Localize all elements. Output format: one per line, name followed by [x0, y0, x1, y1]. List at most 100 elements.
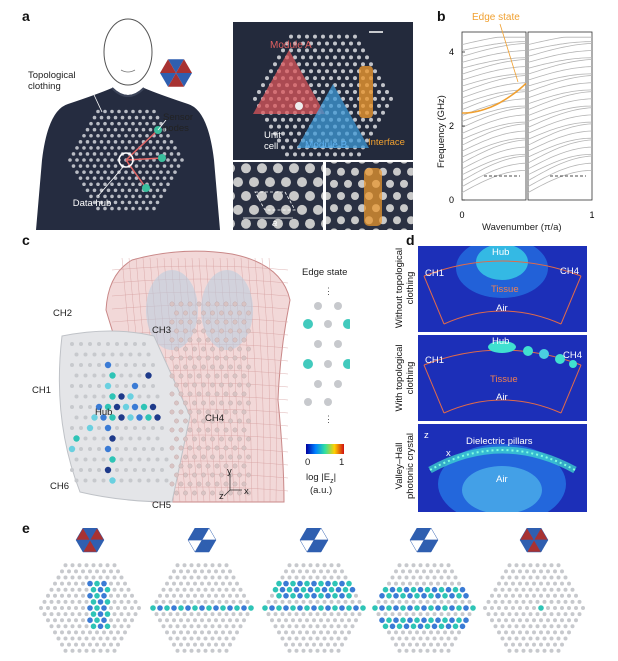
- lattice-cell: [535, 624, 540, 629]
- unit-cell-dot: [117, 146, 121, 150]
- lattice-cell: [119, 612, 124, 617]
- lattice-cell: [123, 618, 127, 623]
- torso-cell: [246, 454, 251, 460]
- torso-cell: [201, 400, 206, 406]
- unit-cell-dot: [155, 140, 160, 144]
- unit-cell-dot: [155, 188, 160, 193]
- unit-cell-dot: [333, 41, 337, 46]
- clothing-cell: [131, 382, 139, 390]
- lattice-cell: [439, 636, 444, 641]
- lattice-cell: [276, 605, 282, 611]
- torso-cell: [174, 364, 179, 370]
- lattice-cell: [410, 623, 417, 630]
- band-line: [527, 82, 593, 99]
- lattice-cell: [87, 593, 93, 599]
- lattice-cell: [102, 630, 106, 635]
- lattice-cell: [446, 648, 451, 653]
- clothing-cell: [74, 373, 79, 378]
- unit-cell-dot: [89, 194, 93, 199]
- unit-cell-dot: [131, 133, 135, 138]
- unit-cell-dot: [337, 167, 345, 176]
- lattice-cell: [577, 612, 582, 617]
- torso-cell: [219, 490, 224, 496]
- torso-cell: [169, 481, 175, 487]
- lattice-cell: [192, 605, 198, 611]
- lattice-cell: [161, 599, 166, 604]
- lattice-cell: [518, 593, 522, 598]
- unit-cell-dot: [124, 194, 128, 199]
- unit-cell-dot: [124, 109, 128, 114]
- lattice-cell: [200, 618, 204, 623]
- unit-cell-dot: [377, 117, 381, 122]
- unit-cell-dot: [82, 146, 86, 150]
- band-line: [461, 59, 527, 75]
- clothing-cell: [92, 457, 97, 462]
- lattice-cell: [456, 617, 462, 623]
- lattice-cell: [241, 605, 247, 611]
- unit-cell-dot: [145, 146, 149, 150]
- lattice-cell: [410, 586, 417, 593]
- edge-state-pointer: [499, 23, 519, 83]
- lattice-cell: [493, 624, 498, 629]
- lattice-cell: [532, 618, 536, 623]
- unit-cell-dot: [358, 228, 366, 230]
- unit-cell-dot: [145, 133, 149, 138]
- unit-cell-dot: [145, 206, 149, 211]
- unit-cell-dot: [309, 83, 313, 88]
- unit-cell-dot: [96, 121, 100, 126]
- clothing-cell: [137, 394, 142, 399]
- torso-cell: [201, 382, 206, 388]
- lattice-cell: [56, 599, 61, 604]
- lattice-cell: [546, 642, 550, 647]
- lattice-cell: [514, 612, 519, 617]
- lattice-cell: [546, 618, 550, 623]
- lattice-cell: [242, 593, 246, 598]
- lattice-cell: [396, 623, 403, 630]
- unit-cell-dot: [131, 206, 135, 211]
- edge-state-label-c: Edge state: [302, 267, 348, 278]
- lattice-cell: [67, 581, 71, 586]
- clothing-cell: [118, 393, 125, 400]
- unit-cell-dot: [305, 191, 315, 201]
- lattice-cell: [186, 593, 190, 598]
- colorbar-min: 0: [305, 457, 311, 468]
- unit-cell-dot: [357, 124, 361, 129]
- lattice-cell: [266, 599, 271, 604]
- lattice-cell: [63, 636, 68, 641]
- unit-cell-dot: [289, 117, 293, 122]
- lattice-cell: [56, 575, 61, 580]
- torso-cell: [232, 373, 238, 379]
- lattice-cell: [463, 593, 469, 599]
- lattice-cell: [203, 624, 208, 629]
- unit-cell-dot: [99, 115, 104, 120]
- unit-cell-dot: [78, 164, 83, 168]
- lattice-cell: [577, 599, 582, 604]
- lattice-cell: [161, 587, 166, 592]
- lattice-cell: [417, 623, 424, 630]
- lattice-cell: [213, 605, 219, 611]
- clothing-cell: [97, 426, 101, 430]
- lattice-cell: [97, 599, 104, 605]
- lattice-cell: [528, 636, 533, 641]
- lattice-cell: [460, 612, 465, 617]
- clothing-cell: [88, 384, 92, 388]
- lattice-cell: [549, 599, 554, 604]
- torso-cell: [214, 427, 220, 433]
- torso-cell: [246, 418, 251, 424]
- torso-cell: [196, 391, 202, 397]
- band-line: [461, 107, 527, 128]
- lattice-cell: [486, 599, 491, 604]
- lattice-cell: [393, 605, 399, 611]
- unit-cell-dot: [152, 170, 156, 174]
- lattice-cell: [270, 593, 274, 598]
- lattice-cell: [446, 575, 451, 580]
- lattice-cell: [301, 563, 306, 568]
- lattice-cell: [150, 605, 156, 611]
- unit-cell-dot: [75, 146, 79, 150]
- lattice-cell: [357, 612, 362, 617]
- lattice-cell: [119, 587, 124, 592]
- unit-cell-dot: [173, 146, 177, 150]
- unit-cell-dot: [381, 96, 385, 101]
- lattice-cell: [90, 599, 97, 605]
- torso-cell: [174, 382, 179, 388]
